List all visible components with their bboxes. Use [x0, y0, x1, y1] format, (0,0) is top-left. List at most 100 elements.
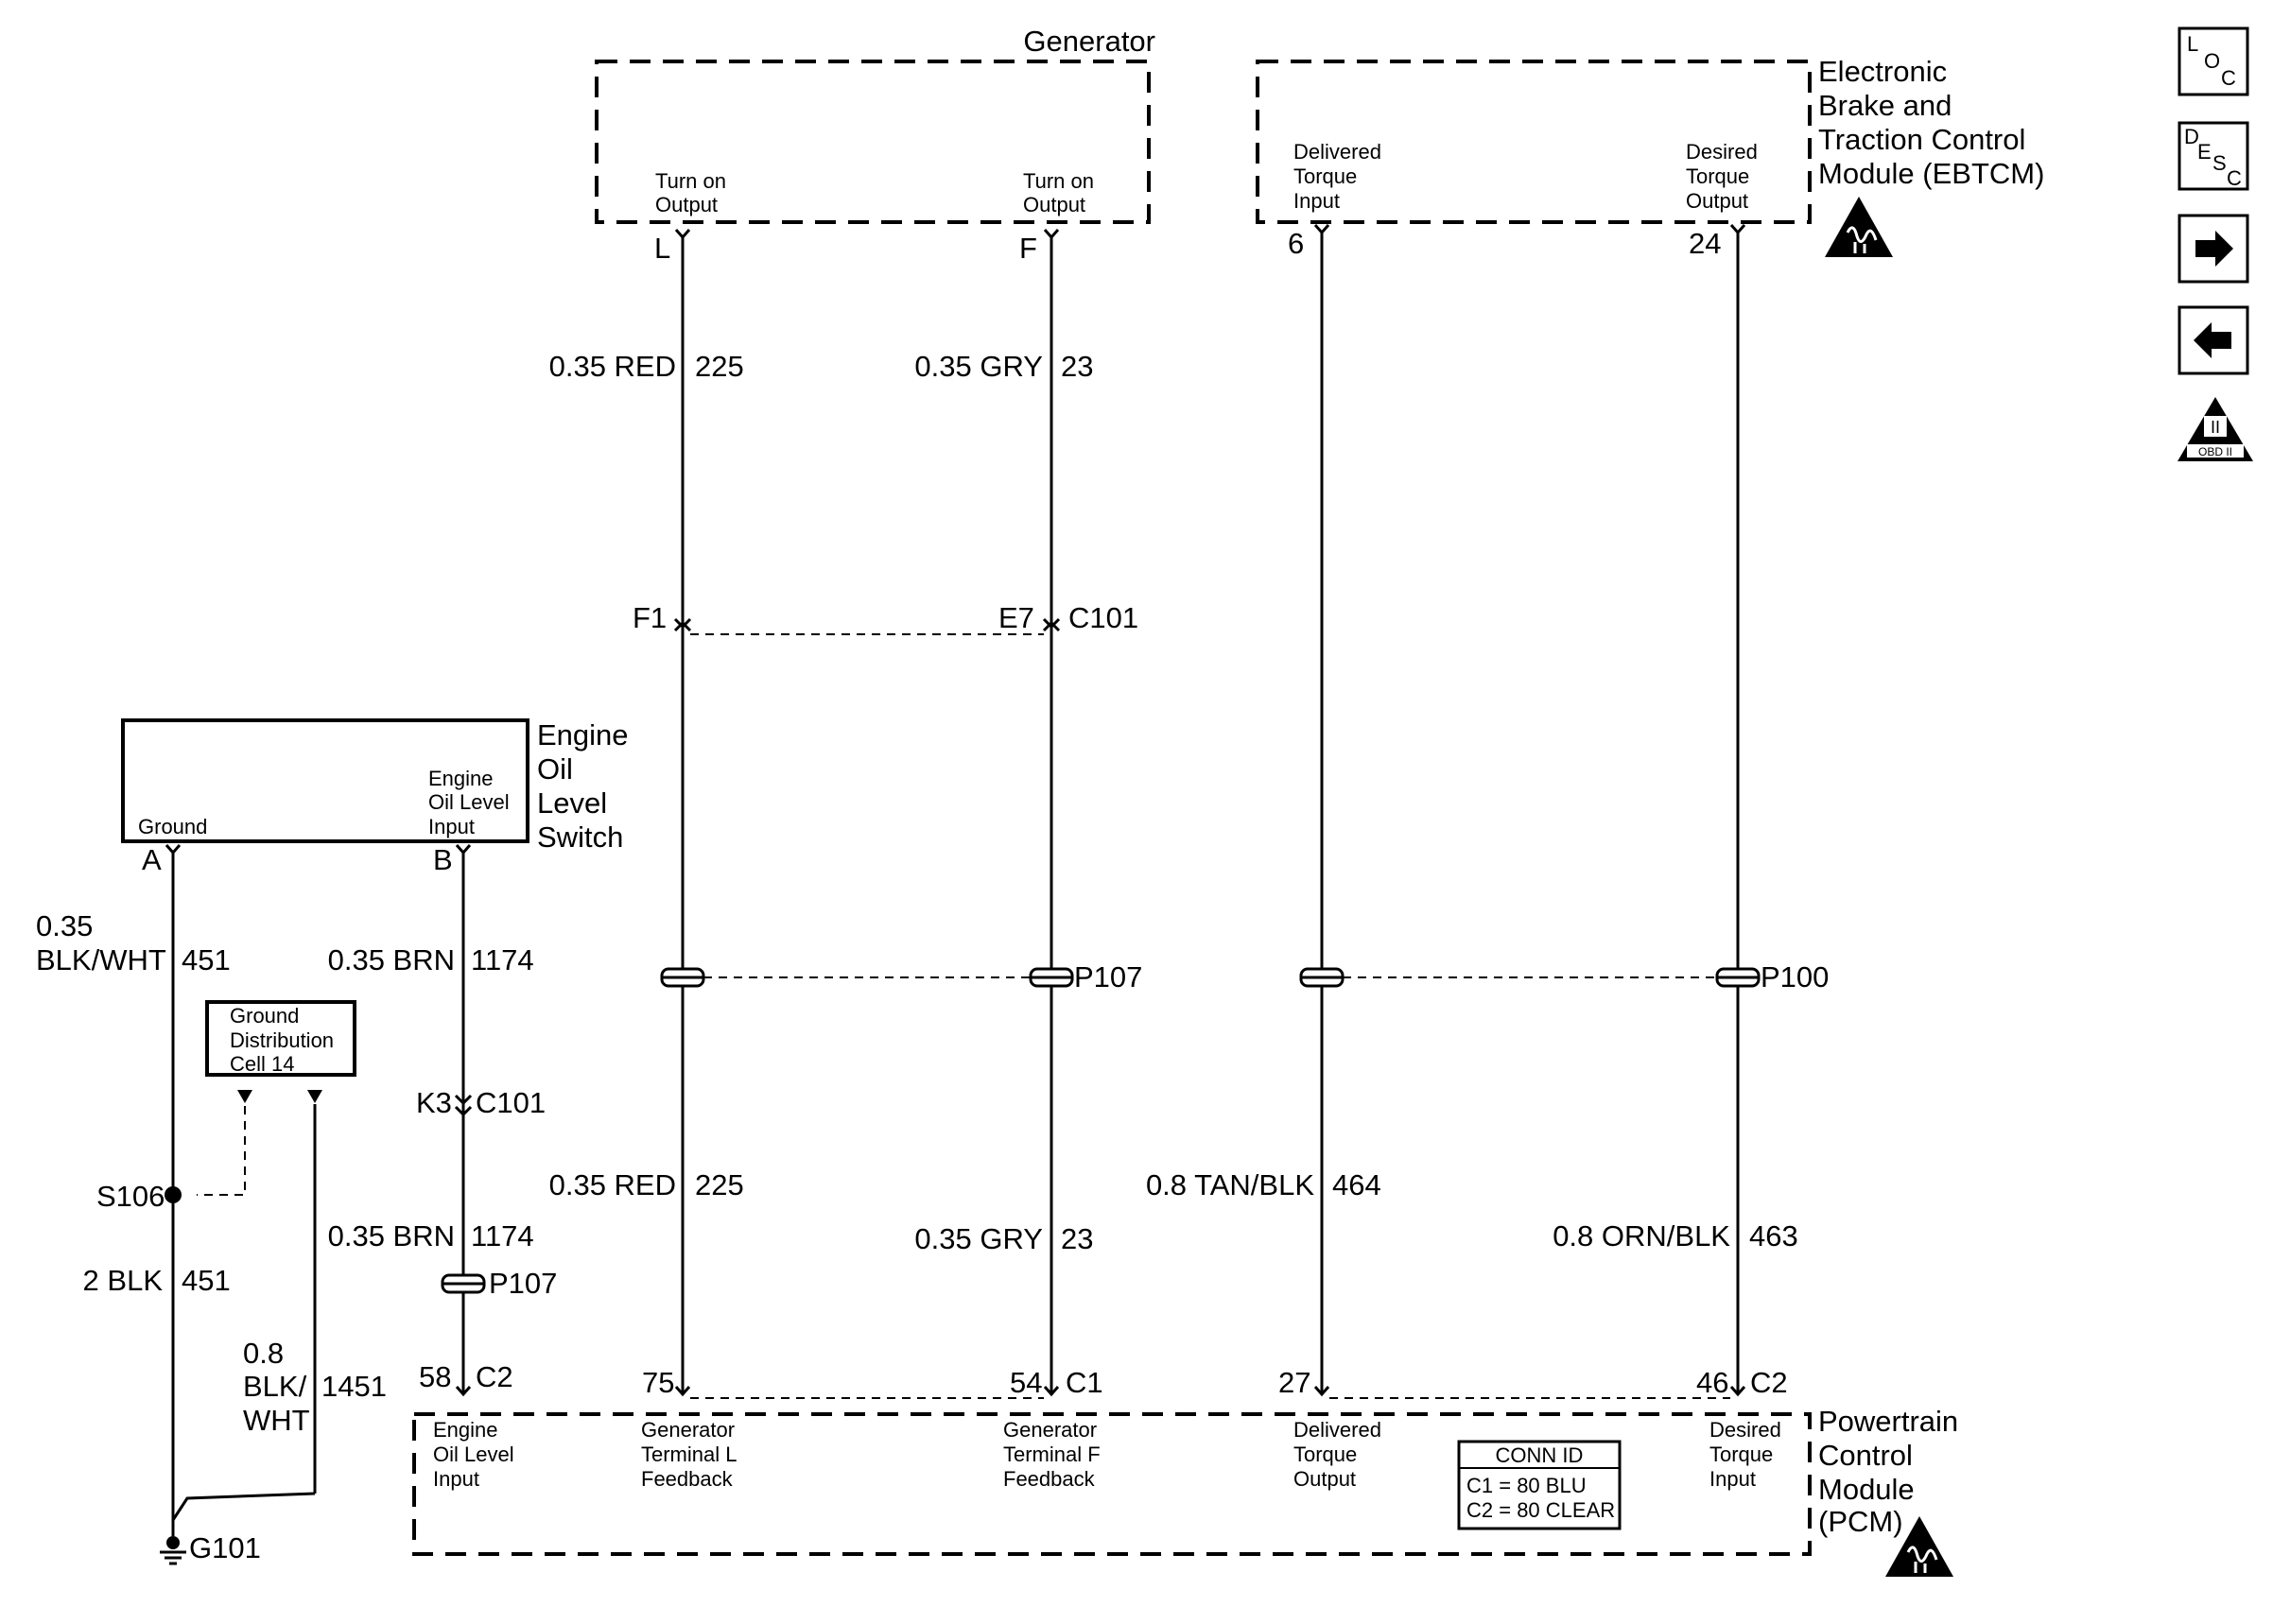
svg-text:E: E: [2197, 140, 2212, 164]
wire-1451-size: 0.8: [243, 1337, 284, 1370]
ground-g101: G101: [160, 1531, 261, 1565]
oil-switch-pin-b: B: [433, 843, 453, 876]
wire-464-color: 0.8 TAN/BLK: [1146, 1168, 1314, 1201]
c101-pin-k3: K3: [416, 1086, 452, 1119]
conn-id-row: C2 = 80 CLEAR: [1466, 1498, 1615, 1522]
wire-225-bot-color: 0.35 RED: [549, 1168, 676, 1201]
obd-ii-icon[interactable]: II OBD II: [2178, 397, 2253, 461]
ebtcm-title: Electronic Brake and Traction Control Mo…: [1818, 55, 2044, 190]
svg-text:C: C: [2227, 166, 2242, 190]
p107-left-label: P107: [489, 1267, 557, 1300]
pcm-pin-75: 75: [642, 1366, 674, 1399]
svg-text:S: S: [2212, 151, 2227, 175]
wire-451-top-color: BLK/WHT: [36, 943, 166, 976]
wire-451-bot-color: 2 BLK: [83, 1264, 164, 1297]
svg-text:L: L: [2187, 32, 2198, 56]
pcm-pin-58: 58: [419, 1360, 451, 1393]
wire-225-top-circuit: 225: [695, 350, 744, 383]
pcm-c2-b: C2: [1750, 1366, 1788, 1399]
wire-1174-top-color: 0.35 BRN: [328, 943, 455, 976]
oil-switch-ground-desc: Ground: [138, 815, 207, 838]
wire-451-top-circuit: 451: [182, 943, 231, 976]
ground-distribution-ref: Ground Distribution Cell 14 0.8 BLK/ WHT…: [171, 1000, 387, 1521]
oil-level-switch: Engine Oil Level Switch Ground Engine Oi…: [121, 718, 636, 876]
c101-k3-label: C101: [476, 1086, 546, 1119]
wire-463-circuit: 463: [1749, 1219, 1798, 1253]
ebtcm-pin24-desc: Desired Torque Output: [1686, 140, 1763, 213]
conn-id-title: CONN ID: [1496, 1443, 1584, 1467]
pcm-pin-desc: Generator Terminal F Feedback: [1003, 1418, 1106, 1491]
loc-icon[interactable]: L O C: [2178, 26, 2249, 96]
wire-225: 0.35 RED 225 0.35 RED 225: [549, 228, 744, 1396]
wire-1174-top-circuit: 1174: [471, 943, 534, 976]
wire-23-top-color: 0.35 GRY: [914, 350, 1043, 383]
pcm-pin-desc: Engine Oil Level Input: [433, 1418, 520, 1491]
svg-text:O: O: [2204, 49, 2220, 73]
generator-component: Generator Turn on Output Turn on Output …: [595, 25, 1155, 265]
svg-text:II: II: [2211, 418, 2220, 437]
svg-text:C: C: [2221, 66, 2236, 90]
generator-pin-f-desc: Turn on Output: [1023, 169, 1100, 216]
generator-pin-l: L: [654, 232, 670, 265]
splice-s106-label: S106: [96, 1180, 165, 1213]
ebtcm-component: Electronic Brake and Traction Control Mo…: [1256, 55, 2044, 260]
p107-label: P107: [1074, 960, 1142, 993]
ebtcm-pin6-desc: Delivered Torque Input: [1293, 140, 1387, 213]
pcm-title: Powertrain Control Module (PCM): [1818, 1405, 1967, 1538]
pcm-pin-27: 27: [1278, 1366, 1310, 1399]
passthrough-links: P107 P100: [703, 960, 1829, 993]
pcm-pin-46: 46: [1696, 1366, 1728, 1399]
pcm-c1: C1: [1066, 1366, 1103, 1399]
wire-1451-color-2: WHT: [243, 1404, 310, 1437]
wire-451-bot-circuit: 451: [182, 1264, 231, 1297]
c101-pin-f1: F1: [633, 601, 667, 634]
splice-dot: [165, 1186, 182, 1203]
wire-1174-bot-circuit: 1174: [471, 1219, 534, 1253]
wire-464-circuit: 464: [1332, 1168, 1381, 1201]
conn-id-table: CONN ID C1 = 80 BLU C2 = 80 CLEAR: [1457, 1440, 1622, 1530]
wire-23-top-circuit: 23: [1061, 350, 1093, 383]
wire-1451-color-1: BLK/: [243, 1370, 307, 1403]
p107-passthrough: [441, 1273, 486, 1294]
wire-463-color: 0.8 ORN/BLK: [1553, 1219, 1730, 1253]
ground-g101-label: G101: [189, 1531, 261, 1564]
pcm-c2-a: C2: [476, 1360, 513, 1393]
pcm-pin-desc: Delivered Torque Output: [1293, 1418, 1387, 1491]
wire-1451-circuit: 1451: [321, 1370, 387, 1403]
pcm-pin-desc: Generator Terminal L Feedback: [641, 1418, 742, 1491]
esd-warning-icon: [1823, 195, 1895, 259]
ebtcm-pin-6: 6: [1288, 227, 1304, 260]
oil-switch-title: Engine Oil Level Switch: [537, 718, 636, 854]
pcm-pin-54: 54: [1010, 1366, 1042, 1399]
wire-1174: 0.35 BRN 1174 0.35 BRN 1174 K3 C101 P107: [328, 843, 557, 1396]
connector-c101: F1 E7 C101: [633, 601, 1138, 635]
arrow-left-icon[interactable]: [2178, 305, 2249, 375]
wire-225-top-color: 0.35 RED: [549, 350, 676, 383]
oil-switch-pin-a: A: [142, 843, 162, 876]
generator-title: Generator: [1023, 25, 1155, 58]
wire-1174-bot-color: 0.35 BRN: [328, 1219, 455, 1253]
generator-pin-l-desc: Turn on Output: [655, 169, 732, 216]
wire-23-bot-color: 0.35 GRY: [914, 1222, 1043, 1255]
wire-463: 0.8 ORN/BLK 463: [1553, 223, 1798, 1396]
pcm-pin-desc: Desired Torque Input: [1709, 1418, 1787, 1491]
ground-distribution-text: Ground Distribution Cell 14: [230, 1004, 339, 1076]
wire-225-bot-circuit: 225: [695, 1168, 744, 1201]
ebtcm-pin-24: 24: [1689, 227, 1721, 260]
p100-passthrough: [1715, 967, 1761, 988]
p100-passthrough: [1299, 967, 1345, 988]
generator-pin-f: F: [1019, 232, 1037, 265]
pcm-component: 58 C2 75 54 C1 27 46 C2 Engine Oil Level…: [412, 1360, 1967, 1579]
desc-icon[interactable]: D E S C: [2178, 121, 2249, 191]
svg-text:OBD II: OBD II: [2198, 445, 2232, 458]
wire-23: 0.35 GRY 23 0.35 GRY 23: [914, 228, 1093, 1396]
wire-451-top-size: 0.35: [36, 909, 93, 942]
c101-pin-e7: E7: [998, 601, 1034, 634]
wire-451: 0.35 BLK/WHT 451 2 BLK 451 S106: [36, 843, 231, 1536]
wire-23-bot-circuit: 23: [1061, 1222, 1093, 1255]
p107-passthrough: [1029, 967, 1074, 988]
arrow-right-icon[interactable]: [2178, 214, 2249, 284]
svg-text:D: D: [2184, 125, 2199, 148]
p107-passthrough: [660, 967, 705, 988]
